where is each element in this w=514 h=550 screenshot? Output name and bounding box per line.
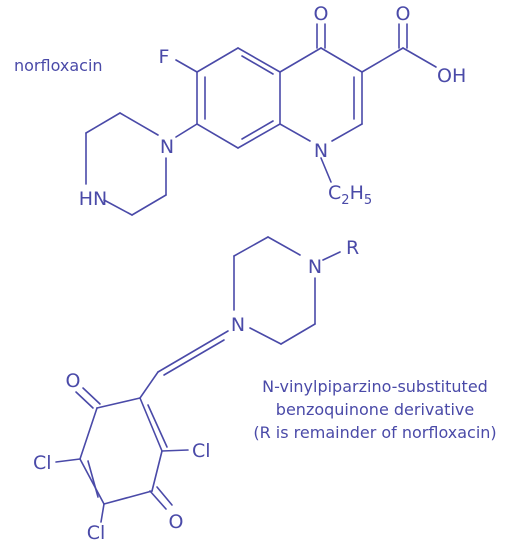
piperazine-nh-label: HN: [79, 188, 108, 210]
derivative-caption-line-3: (R is remainder of norfloxacin): [253, 423, 496, 442]
norfloxacin-structure: F O O OH N C2H5 N HN norfloxacin: [14, 3, 466, 216]
derivative-caption-line-1: N-vinylpiparzino-substituted: [262, 377, 488, 396]
quinone-top-oxygen-label: O: [66, 370, 81, 392]
ketone-oxygen-label: O: [314, 3, 329, 25]
norfloxacin-name-label: norfloxacin: [14, 56, 103, 75]
norfloxacin-pyridone-ring: [279, 47, 363, 142]
norfloxacin-piperazine-ring: [85, 112, 167, 216]
quinolone-nitrogen-label: N: [314, 140, 328, 162]
vinyl-linker: [139, 330, 229, 399]
acid-carbonyl-oxygen-label: O: [396, 3, 411, 25]
quinone-bottom-oxygen-label: O: [169, 511, 184, 533]
chlorine-left-label: Cl: [33, 452, 52, 474]
ethyl-group-label: C2H5: [328, 182, 372, 208]
chlorine-bottom-label: Cl: [87, 522, 106, 544]
benzoquinone-derivative-structure: R N N O O Cl Cl Cl N-vinylpiparzino-subs…: [33, 236, 497, 544]
carboxylic-acid-group: [361, 23, 437, 73]
derivative-piperazine-ring: [233, 236, 316, 345]
derivative-caption-line-2: benzoquinone derivative: [276, 400, 474, 419]
piperazine-top-nitrogen-label: N: [308, 256, 322, 278]
quinone-ring: [79, 397, 168, 505]
chlorine-right-label: Cl: [192, 440, 211, 462]
norfloxacin-benzene-ring: [196, 47, 281, 149]
fluorine-atom-label: F: [159, 46, 170, 68]
piperazine-bottom-nitrogen-label: N: [231, 314, 245, 336]
r-group-label: R: [346, 237, 359, 259]
ketone-group: [316, 23, 326, 49]
piperazine-nitrogen-label: N: [160, 136, 174, 158]
acid-hydroxyl-label: OH: [437, 65, 466, 87]
